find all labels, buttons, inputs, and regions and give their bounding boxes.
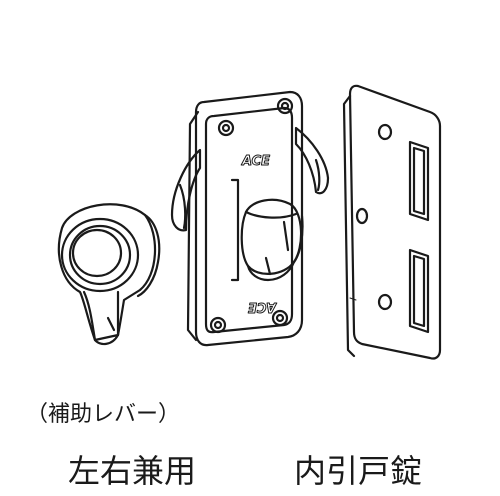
lock-top-mark: ACE [241, 154, 270, 169]
lock-bottom-mark: ACE [248, 299, 277, 314]
auxiliary-lever [57, 203, 161, 346]
lock-body [170, 90, 330, 347]
reversible-caption: 左右兼用 [68, 452, 197, 490]
auxiliary-lever-caption: （補助レバー） [26, 402, 181, 427]
sliding-door-lock-caption: 内引戸錠 [294, 452, 423, 490]
strike-plate [342, 84, 442, 360]
